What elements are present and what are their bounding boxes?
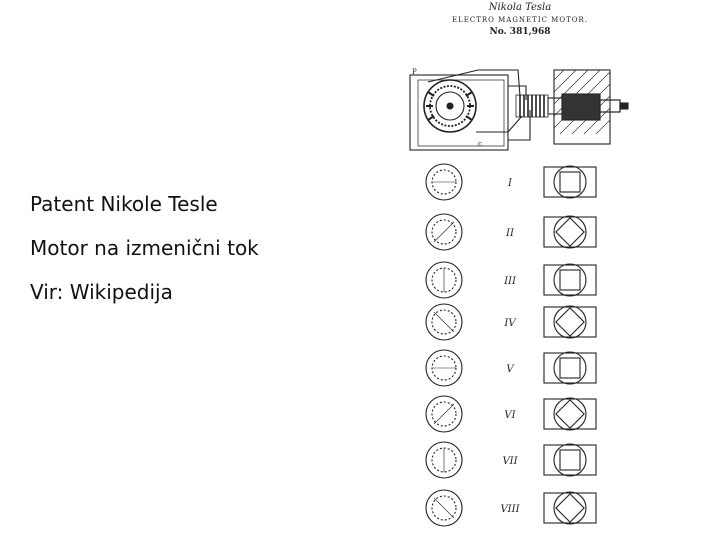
patent-signature: Nikola Tesla [488,2,552,13]
phase-row [425,163,597,201]
patent-title: ELECTRO MAGNETIC MOTOR. [451,16,588,24]
motor-main-figure: P c [409,68,629,151]
caption-block: Patent Nikole Tesle Motor na izmenični t… [30,182,259,314]
phase-row [425,441,597,479]
figure-numeral: VIII [500,504,520,515]
caption-line-source: Vir: Wikipedija [30,280,173,304]
figure-numeral: IV [503,318,517,329]
svg-text:c: c [478,140,482,148]
figure-numeral: VI [504,410,516,421]
figure-numeral: VII [502,456,518,467]
phase-diagram-rows [425,163,597,527]
phase-row [425,489,597,527]
phase-row [425,261,597,299]
patent-number: No. 381,968 [489,27,551,37]
figure-numerals: I II III IV V VI VII VIII [500,178,520,515]
figure-numeral: II [505,228,515,239]
patent-drawing: Nikola Tesla ELECTRO MAGNETIC MOTOR. No.… [398,0,720,540]
phase-row [425,303,597,341]
caption-line-title: Patent Nikole Tesle [30,192,218,216]
caption-line-subject: Motor na izmenični tok [30,236,259,260]
phase-row [425,349,597,387]
patent-header: Nikola Tesla ELECTRO MAGNETIC MOTOR. No.… [398,2,642,37]
phase-row [425,395,597,433]
figure-numeral: I [507,178,513,189]
phase-row [425,213,597,251]
svg-text:P: P [412,68,417,76]
figure-numeral: III [503,276,517,287]
figure-numeral: V [506,364,515,375]
motor-figure-svg: P c [409,68,629,527]
